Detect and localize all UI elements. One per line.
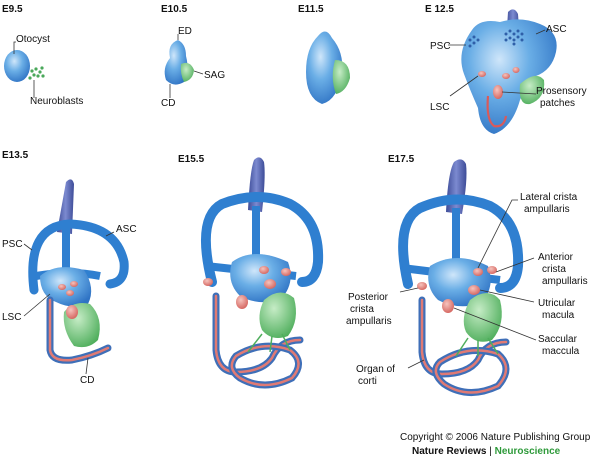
e12-5-ganglion — [519, 75, 545, 105]
label-posterior-crista-3: ampullaris — [346, 316, 392, 327]
e13-5-cochlear-inner — [48, 298, 110, 362]
e10-5-sag — [180, 62, 194, 82]
label-cd-e10: CD — [161, 98, 175, 109]
label-posterior-crista-2: crista — [350, 304, 374, 315]
e17-5-posterior-crista — [417, 282, 427, 290]
asc-leader-e13 — [105, 231, 115, 237]
sag-leader — [193, 70, 204, 75]
journal-separator: | — [486, 446, 494, 457]
e17-5-cochlear-coil-inner — [434, 349, 508, 394]
journal-name: Nature Reviews — [412, 446, 487, 457]
stage-e12-5: E 12.5 — [425, 4, 454, 15]
organ-corti-leader — [407, 359, 425, 369]
label-anterior-crista-3: ampullaris — [542, 276, 588, 287]
label-otocyst: Otocyst — [16, 34, 50, 45]
prosensory-leader — [501, 91, 537, 95]
label-organ-corti-2: corti — [358, 376, 377, 387]
label-lateral-crista-2: ampullaris — [524, 204, 570, 215]
lsc-leader-e13 — [23, 293, 51, 317]
e15-5-cochlear-coil-inner — [230, 344, 300, 387]
stage-e9-5: E9.5 — [2, 4, 23, 15]
e15-5-crista-lateral — [259, 266, 269, 274]
e15-5-crista-anterior — [281, 268, 291, 276]
label-utricular-1: Utricular — [538, 298, 576, 309]
e13-5-semicircular-canals — [28, 219, 129, 295]
otocyst-shape — [4, 50, 30, 82]
e17-5-cochlear-inner — [420, 298, 508, 376]
label-organ-corti-1: Organ of — [356, 364, 395, 375]
e12-5-asc-cells — [504, 29, 524, 46]
label-saccular-2: maccula — [542, 346, 580, 357]
journal-credit: Nature Reviews | Neuroscience — [412, 446, 561, 457]
label-psc-e13: PSC — [2, 239, 23, 250]
copyright-notice: Copyright © 2006 Nature Publishing Group — [400, 432, 591, 443]
label-psc-e12: PSC — [430, 41, 451, 52]
utricular-leader — [479, 289, 535, 303]
e12-5-psc-cells — [468, 35, 480, 48]
journal-section: Neuroscience — [495, 446, 561, 457]
label-cd-e13: CD — [80, 375, 94, 386]
e17-5-lateral-crista — [473, 268, 483, 276]
e12-5-prosensory-patch-1 — [478, 71, 486, 77]
label-lsc-e12: LSC — [430, 102, 449, 113]
psc-leader-e13 — [23, 243, 33, 251]
e15-5-saccular-macula — [236, 295, 248, 309]
e17-5-nerve-fibres — [455, 337, 499, 357]
e17-5-semicircular-canals — [398, 194, 524, 293]
e12-5-prosensory-patch-2 — [502, 73, 510, 79]
stage-e17-5: E17.5 — [388, 154, 415, 165]
label-prosensory-2: patches — [540, 98, 575, 109]
e11-5-ganglion — [332, 60, 350, 94]
stage-e13-5: E13.5 — [2, 150, 29, 161]
e15-5-endolymphatic-duct — [248, 157, 265, 212]
label-sag: SAG — [204, 70, 225, 81]
lateral-crista-leader — [477, 199, 518, 269]
label-lateral-crista-1: Lateral crista — [520, 192, 578, 203]
e13-5-sensory-patch-3 — [66, 290, 74, 296]
e15-5-semicircular-canals — [200, 192, 324, 287]
label-asc-e12: ASC — [546, 24, 567, 35]
e15-5-crista-posterior — [203, 278, 213, 286]
label-neuroblasts: Neuroblasts — [30, 96, 83, 107]
e12-5-prosensory-patch-3 — [512, 67, 520, 73]
label-ed: ED — [178, 26, 192, 37]
e13-5-sensory-patch-2 — [70, 281, 78, 287]
e17-5-anterior-crista — [487, 266, 497, 274]
neuroblasts-cluster — [28, 66, 45, 80]
stage-e10-5: E10.5 — [161, 4, 188, 15]
label-anterior-crista-1: Anterior — [538, 252, 574, 263]
e12-5-prosensory-patch-4 — [493, 85, 503, 99]
e15-5-ganglion — [259, 292, 296, 338]
e15-5-nerve-fibres — [247, 333, 291, 353]
anterior-crista-leader — [495, 257, 535, 273]
label-anterior-crista-2: crista — [542, 264, 566, 275]
e13-5-sensory-patch-1 — [58, 284, 66, 290]
lsc-leader-e12 — [449, 75, 479, 97]
e13-5-sensory-patch-4 — [66, 305, 78, 319]
e12-5-cochlear-duct — [486, 95, 508, 128]
e17-5-endolymphatic-duct — [446, 159, 467, 214]
saccular-leader — [453, 307, 537, 341]
label-asc-e13: ASC — [116, 224, 137, 235]
e15-5-vestibule — [230, 254, 291, 303]
label-posterior-crista-1: Posterior — [348, 292, 389, 303]
e17-5-ganglion — [463, 293, 502, 342]
cd-leader-e13 — [85, 357, 89, 375]
stage-e11-5: E11.5 — [298, 4, 324, 15]
label-saccular-1: Saccular — [538, 334, 578, 345]
e17-5-saccular-macula — [442, 299, 454, 313]
stage-e15-5: E15.5 — [178, 154, 205, 165]
asc-leader-e12 — [535, 29, 546, 35]
e17-5-utricular-macula — [468, 285, 480, 295]
e15-5-utricular-macula — [264, 279, 276, 289]
label-prosensory-1: Prosensory — [536, 86, 587, 97]
e11-5-otic-vesicle — [306, 31, 343, 105]
posterior-crista-leader — [399, 287, 419, 293]
label-lsc-e13: LSC — [2, 312, 21, 323]
label-utricular-2: macula — [542, 310, 575, 321]
otocyst-leader — [13, 41, 16, 54]
